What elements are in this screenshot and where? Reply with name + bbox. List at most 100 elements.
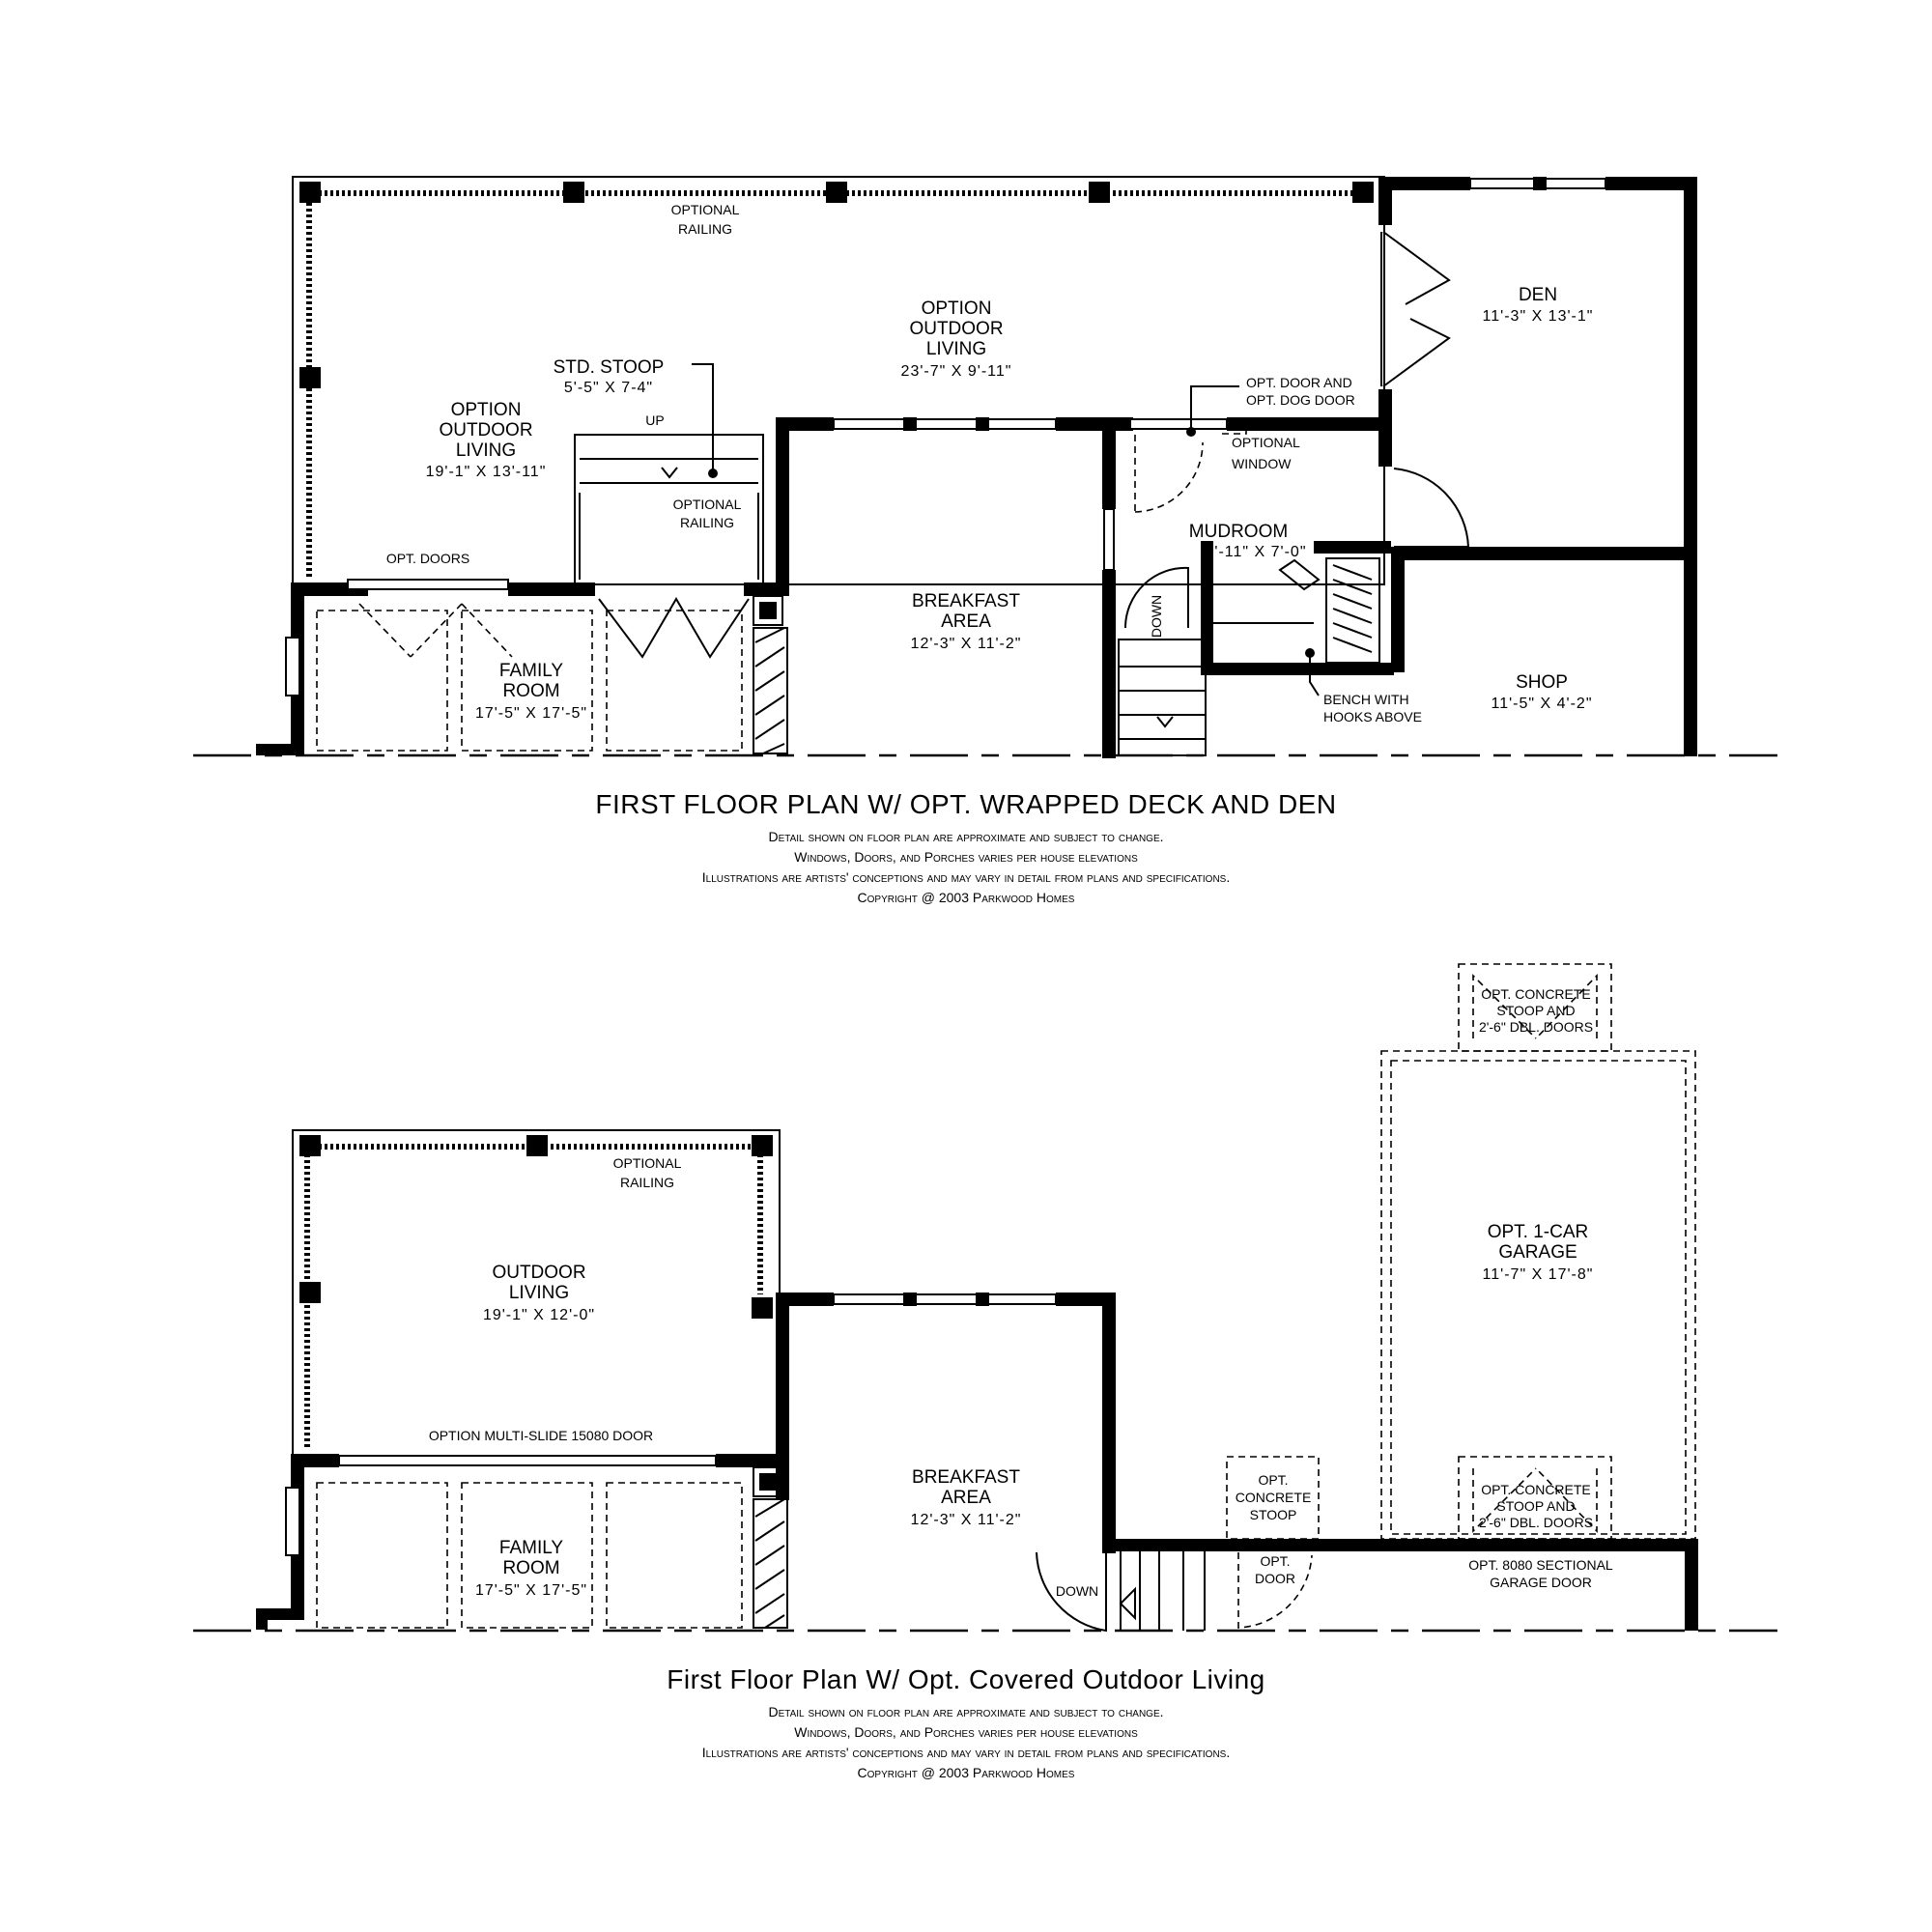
room-name: BREAKFAST <box>912 1467 1020 1488</box>
plan-title: FIRST FLOOR PLAN W/ OPT. WRAPPED DECK AN… <box>595 789 1336 819</box>
post <box>752 1297 773 1319</box>
wall <box>744 582 782 596</box>
bench-leader <box>1309 653 1320 696</box>
room-size: 12'-3" X 11'-2" <box>911 1512 1022 1528</box>
room-name: SHOP <box>1516 672 1568 693</box>
mullion <box>903 1293 917 1306</box>
family-panel <box>316 610 448 752</box>
disclaimer: Copyright @ 2003 Parkwood Homes <box>858 890 1075 905</box>
post <box>563 182 584 203</box>
room-size: 19'-1" X 12'-0" <box>483 1307 595 1323</box>
room-size: 11'-7" X 17'-8" <box>1483 1266 1594 1283</box>
room-name: OPTION <box>922 298 992 319</box>
room-name: OPTION <box>451 400 522 420</box>
label: DOOR <box>1255 1571 1295 1586</box>
wall <box>1685 1539 1698 1631</box>
label: 2'-6" DBL. DOORS <box>1479 1515 1593 1530</box>
plan-covered-outdoor: OPTIONAL RAILING OUTDOOR LIVING 19'-1" X… <box>193 963 1777 1780</box>
side-window <box>285 1487 300 1556</box>
stoop-outline <box>574 434 764 585</box>
room-name: BREAKFAST <box>912 591 1020 611</box>
family-panel <box>461 610 593 752</box>
label: STOOP AND <box>1496 1003 1575 1018</box>
wall <box>1102 570 1116 758</box>
label: OPTIONAL <box>1232 435 1300 450</box>
room-name: DEN <box>1519 285 1557 305</box>
label: RAILING <box>680 515 734 530</box>
wall <box>1102 417 1116 509</box>
wall <box>716 1454 783 1467</box>
room-size: 23'-7" X 9'-11" <box>901 363 1012 380</box>
stoop-leader <box>692 363 714 473</box>
post <box>826 182 847 203</box>
label: OPTIONAL <box>613 1155 682 1171</box>
garage-inner <box>1390 1060 1687 1535</box>
mudroom-door-swing <box>1134 435 1204 513</box>
bench <box>1325 557 1380 664</box>
room-name: MUDROOM <box>1189 522 1288 542</box>
disclaimer: Windows, Doors, and Porches varies per h… <box>794 1724 1138 1740</box>
label: CONCRETE <box>1236 1490 1312 1505</box>
column-core <box>759 1473 777 1491</box>
room-name: OPT. 1-CAR <box>1488 1222 1589 1242</box>
wall <box>1102 1293 1116 1553</box>
room-name: OUTDOOR <box>909 319 1003 339</box>
plan-wrapped-deck: OPTIONAL RAILING OPTION OUTDOOR LIVING 2… <box>193 176 1777 905</box>
column <box>753 595 783 626</box>
label: DOWN <box>1149 595 1164 638</box>
label: BENCH WITH <box>1323 692 1409 707</box>
wall <box>1116 417 1130 431</box>
hatch-box <box>753 627 788 754</box>
plan-title: First Floor Plan W/ Opt. Covered Outdoor… <box>667 1664 1265 1694</box>
room-size: 11'-3" X 13'-1" <box>1483 308 1594 325</box>
family-panel <box>461 1482 593 1629</box>
wall <box>508 582 595 596</box>
wall <box>1391 547 1405 672</box>
room-size: 11'-5" X 4'-2" <box>1492 696 1593 712</box>
label: UP <box>645 412 664 428</box>
mullion <box>976 417 989 431</box>
wall <box>1684 177 1697 756</box>
disclaimer: Detail shown on floor plan are approxima… <box>768 1704 1163 1719</box>
stoop-top-doors <box>1472 974 1598 1039</box>
room-name: GARAGE <box>1498 1242 1577 1263</box>
down-arrow <box>1156 716 1174 728</box>
label: OPT. DOG DOOR <box>1246 392 1355 408</box>
room-name: STD. STOOP <box>554 357 665 378</box>
wall <box>1201 541 1213 671</box>
breakfast-window <box>833 1293 1057 1305</box>
label: HOOKS ABOVE <box>1323 709 1422 724</box>
label: 2'-6" DBL. DOORS <box>1479 1019 1593 1035</box>
label: OPT. DOORS <box>386 551 469 566</box>
room-size: 17'-5" X 17'-5" <box>475 1582 587 1599</box>
room-size: 12'-3" X 11'-2" <box>911 636 1022 652</box>
room-name: OUTDOOR <box>439 420 532 440</box>
column-core <box>759 602 777 619</box>
disclaimer: Illustrations are artists' conceptions a… <box>702 1745 1230 1760</box>
stoop-bottom-doors <box>1472 1467 1598 1533</box>
side-window <box>285 637 300 696</box>
mullion <box>976 1293 989 1306</box>
room-size: 7'-11" X 7'-0" <box>1206 544 1307 560</box>
mullion <box>903 417 917 431</box>
label: OPT. CONCRETE <box>1481 1482 1591 1497</box>
post <box>299 1282 321 1303</box>
wall <box>776 417 834 431</box>
room-size: 5'-5" X 7-4" <box>564 380 653 396</box>
wall <box>1102 1539 1698 1551</box>
family-panel <box>606 610 743 752</box>
hatch-wall <box>1103 508 1115 571</box>
room-name: FAMILY <box>499 661 563 681</box>
room-name: LIVING <box>456 440 516 461</box>
label: OPTIONAL <box>671 202 740 217</box>
hatch <box>754 1498 785 1629</box>
label: WINDOW <box>1232 456 1292 471</box>
wall <box>1201 663 1394 675</box>
opt-doors-window <box>347 579 509 590</box>
label: OPT. <box>1258 1472 1288 1488</box>
bench-hatch <box>1332 564 1373 653</box>
room-name: LIVING <box>509 1283 569 1303</box>
label: OPT. CONCRETE <box>1481 986 1591 1002</box>
room-name: FAMILY <box>499 1538 563 1558</box>
room-size: 19'-1" X 13'-11" <box>426 464 547 480</box>
